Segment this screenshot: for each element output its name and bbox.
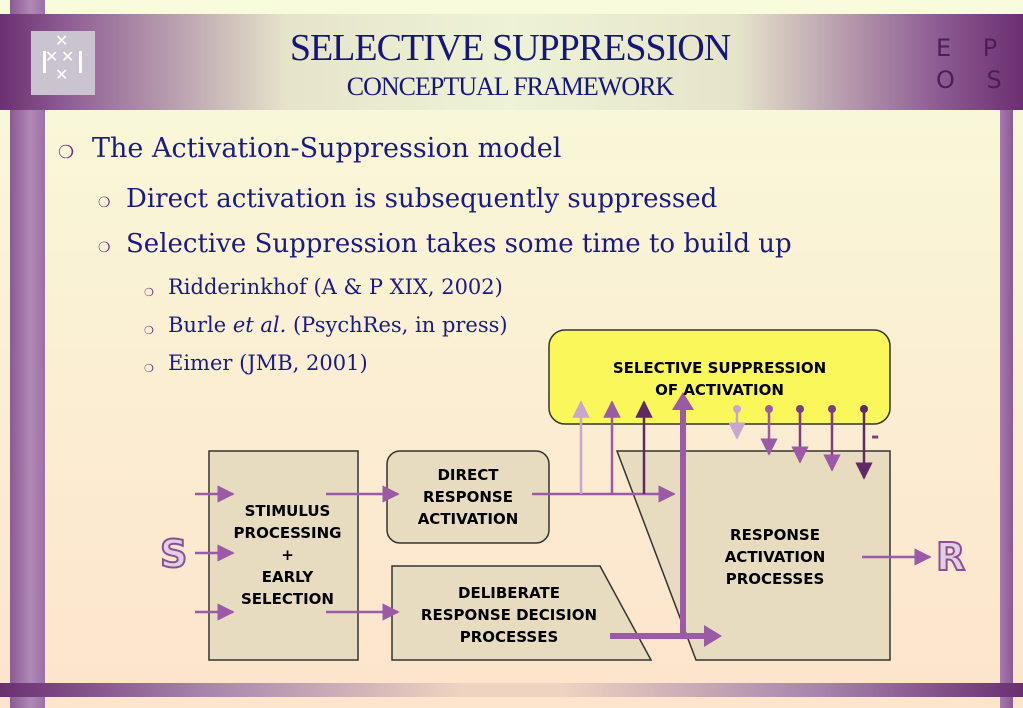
direct-box-label: DIRECT RESPONSE ACTIVATION (417, 466, 519, 528)
deliberate-box-shape (391, 565, 653, 661)
epos-label-line1: E P (936, 34, 1010, 62)
reference-item: Burle et al. (PsychRes, in press) (168, 313, 508, 337)
epos-label-line2: O S (936, 66, 1014, 94)
outline-level2-item: Direct activation is subsequently suppre… (126, 184, 718, 214)
bullet-icon: ❍ (144, 324, 154, 337)
suppression-dot (765, 405, 773, 413)
suppression-dot (733, 405, 741, 413)
response-r-label: R (935, 534, 966, 580)
deliberate-box-label: DELIBERATE RESPONSE DECISION PROCESSES (420, 584, 598, 646)
outline-level1: The Activation-Suppression model (92, 133, 562, 164)
reference-source: (PsychRes, in press) (292, 313, 508, 337)
inhibition-sign: - (871, 424, 880, 448)
suppression-box-shape (548, 329, 891, 425)
reference-etal: et al. (232, 313, 287, 337)
title-banner (0, 14, 1023, 110)
bullet-icon: ❍ (58, 142, 75, 163)
suppression-dot (796, 405, 804, 413)
deliberate-thick-arrowhead (672, 392, 694, 410)
bottom-decor-bar (0, 683, 1023, 697)
suppression-dot (860, 405, 868, 413)
bullet-icon: ❍ (98, 195, 111, 211)
reference-author: Burle (168, 313, 227, 337)
right-decor-bar (1000, 110, 1013, 708)
page-title: SELECTIVE SUPPRESSION (289, 27, 731, 69)
suppression-box-label: SELECTIVE SUPPRESSION OF ACTIVATION (612, 359, 827, 399)
stimulus-s-label: S (159, 531, 188, 577)
reference-item: Eimer (JMB, 2001) (168, 351, 368, 375)
university-crest-icon: ✕ ✕ ✕ ✕ (31, 31, 95, 95)
suppression-dot (828, 405, 836, 413)
response-box-label: RESPONSE ACTIVATION PROCESSES (724, 526, 826, 588)
stimulus-box-label: STIMULUS PROCESSING + EARLY SELECTION (233, 502, 342, 608)
outline-level2-item: Selective Suppression takes some time to… (126, 229, 792, 259)
bullet-icon: ❍ (144, 286, 154, 299)
bullet-icon: ❍ (98, 240, 111, 256)
bullet-icon: ❍ (144, 362, 154, 375)
page-subtitle: CONCEPTUAL FRAMEWORK (346, 72, 674, 101)
left-decor-bar (10, 0, 45, 708)
deliberate-to-response-arrowhead (704, 625, 722, 647)
reference-item: Ridderinkhof (A & P XIX, 2002) (168, 275, 503, 299)
